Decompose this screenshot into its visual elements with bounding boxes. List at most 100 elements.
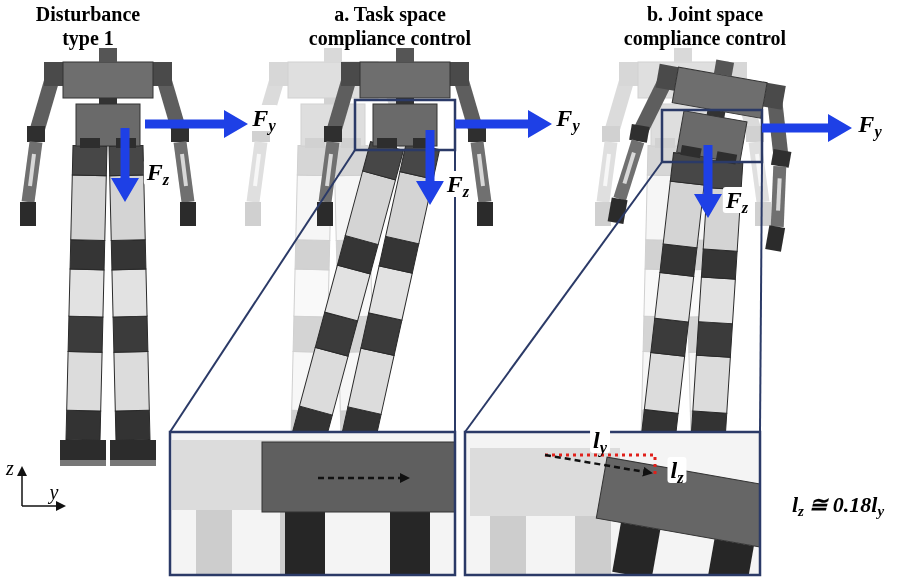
robot-upper-body [317, 48, 493, 226]
leg-segment [299, 347, 348, 415]
panel-heading: b. Joint space compliance control [600, 2, 810, 50]
leg-segment [660, 244, 697, 276]
displacement-arrow [318, 477, 408, 480]
arm-highlight [605, 154, 609, 186]
forearm [28, 142, 36, 202]
arm-highlight [479, 154, 483, 186]
robot-figure [595, 48, 771, 466]
subscript: y [268, 116, 275, 135]
robot-torso [63, 62, 153, 98]
robot-hand [245, 202, 261, 226]
leg-segment [111, 240, 146, 270]
subscript: z [742, 198, 748, 217]
arm-highlight [182, 154, 186, 186]
arm-highlight [757, 154, 761, 186]
robot-sole [60, 460, 106, 466]
forearm [769, 166, 787, 226]
forearm [253, 142, 261, 202]
leg-segment [701, 249, 737, 279]
robot-head [324, 48, 342, 62]
force-label: Fy [249, 105, 278, 131]
leg-segment [71, 175, 107, 240]
hip-joint [341, 138, 361, 148]
zoom-line [170, 150, 355, 432]
subscript: z [798, 503, 804, 519]
leg-segment [70, 240, 105, 270]
subscript: z [463, 182, 469, 201]
leg-segment [72, 146, 107, 176]
robot-head [714, 60, 734, 77]
robot-hand [608, 198, 628, 224]
leg-segment [369, 266, 413, 320]
forearm [180, 142, 188, 202]
zoom-line [760, 162, 762, 432]
leg-segment [114, 351, 149, 411]
leg-segment [670, 153, 707, 185]
subscript: z [163, 170, 169, 189]
arm-highlight [30, 154, 34, 186]
robot-hand [477, 202, 493, 226]
axis-label: z [6, 457, 14, 479]
leg-segment [68, 316, 103, 352]
ghost-leg [575, 516, 611, 575]
inset-frame [465, 432, 760, 575]
leg-segment [325, 265, 370, 321]
force-label: Fz [144, 159, 172, 185]
robot-upper-body [20, 48, 196, 226]
ghost-leg [196, 510, 232, 575]
arm-highlight [327, 154, 331, 186]
leg-segment [67, 351, 102, 411]
force-arrow [416, 130, 444, 205]
hip-joint [305, 138, 325, 148]
leg-segment [663, 181, 704, 248]
leg-block [285, 512, 325, 575]
force-label: Fy [553, 105, 582, 131]
leg-segment [295, 240, 330, 270]
inset-content [470, 448, 760, 575]
shoulder-joint [44, 62, 63, 86]
subscript: y [874, 122, 881, 141]
robot-foot [110, 440, 156, 466]
subscript: y [600, 438, 607, 457]
subscript: y [572, 116, 579, 135]
inset-content [172, 440, 455, 575]
leg-segment [294, 269, 329, 317]
elbow-joint [771, 149, 792, 168]
leg-segment [115, 410, 150, 440]
panel-heading: a. Task space compliance control [285, 2, 495, 50]
force-arrow [694, 145, 722, 218]
leg-block [612, 523, 660, 575]
ghost-leg [490, 516, 526, 575]
equation-label: lz ≅ 0.18ly [790, 493, 886, 517]
force-arrow [145, 110, 248, 138]
robot-group [20, 46, 812, 466]
displacement-arrow [545, 455, 651, 473]
axis-arrow [21, 468, 23, 506]
subscript: z [677, 468, 683, 487]
robot-head [674, 48, 692, 62]
dimension-line [545, 455, 655, 474]
robot-hand [755, 202, 771, 226]
leg-segment [696, 322, 732, 358]
leg-segment [644, 352, 684, 413]
robot-hand [595, 202, 611, 226]
robot-sole [110, 460, 156, 466]
panel-heading: Disturbance type 1 [18, 2, 158, 50]
leg-segment [112, 269, 147, 317]
robot-torso [360, 62, 450, 98]
hip-joint [680, 145, 701, 158]
robot-hand [180, 202, 196, 226]
robot-figure [20, 48, 196, 466]
arm-highlight [774, 178, 783, 210]
robot-figure [608, 46, 812, 466]
elbow-joint [602, 126, 620, 142]
pelvis-block [262, 442, 455, 512]
forearm [620, 140, 638, 200]
robot-hand [20, 202, 36, 226]
subscript: y [877, 503, 884, 519]
hip-joint [377, 138, 397, 148]
shoulder-joint [153, 62, 172, 86]
